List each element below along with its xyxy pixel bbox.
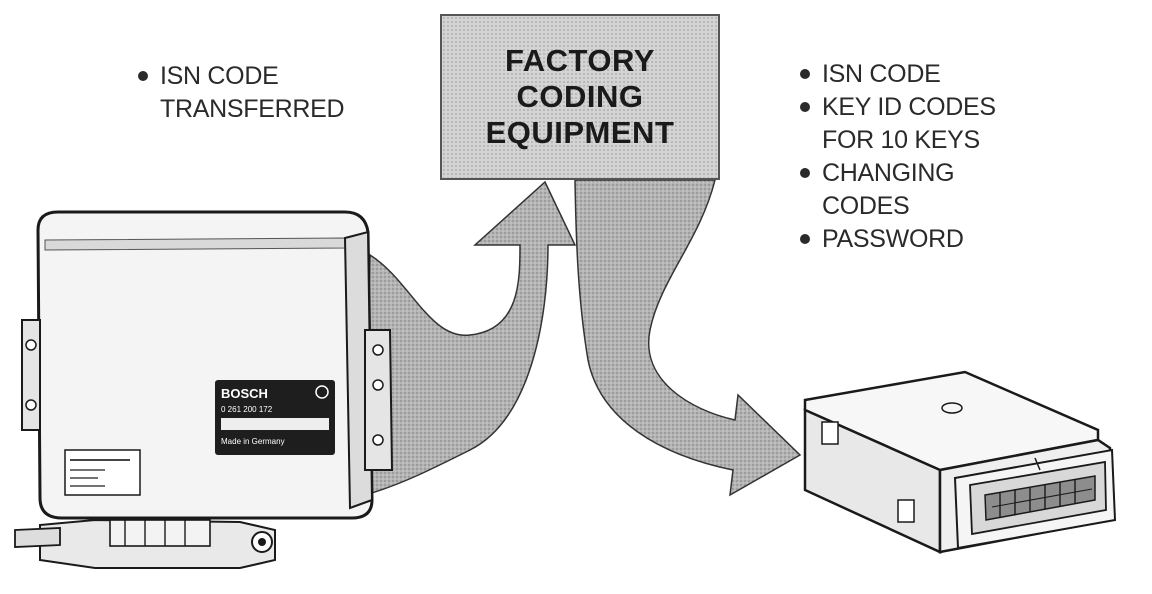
- right-bullet-list: ISN CODE KEY ID CODES FOR 10 KEYS CHANGI…: [800, 58, 996, 256]
- list-item-label: KEY ID CODES FOR 10 KEYS: [822, 93, 996, 154]
- upward-transfer-arrow: [364, 180, 577, 497]
- bullet-icon: [800, 102, 810, 112]
- bosch-label-plate: [215, 380, 335, 455]
- immobiliser-module-illustration: [803, 370, 1117, 554]
- list-item-label: PASSWORD: [822, 225, 964, 253]
- bullet-icon: [800, 168, 810, 178]
- list-item: KEY ID CODES FOR 10 KEYS: [800, 91, 996, 157]
- engine-ecu-illustration: BOSCH 0 261 200 172 Made in Germany: [14, 210, 394, 569]
- list-item-label: CHANGING CODES: [822, 159, 955, 220]
- box-title: FACTORY CODING EQUIPMENT: [485, 43, 675, 150]
- ecu-part-number: 0 261 200 172: [221, 405, 273, 414]
- list-item-label: ISN CODE TRANSFERRED: [160, 62, 345, 123]
- bullet-icon: [800, 234, 810, 244]
- list-item: ISN CODE TRANSFERRED: [138, 60, 345, 126]
- factory-coding-equipment-box: FACTORY CODING EQUIPMENT: [440, 14, 720, 180]
- ecu-origin-text: Made in Germany: [221, 437, 285, 446]
- bullet-icon: [800, 69, 810, 79]
- bullet-icon: [138, 71, 148, 81]
- list-item: ISN CODE: [800, 58, 996, 91]
- downward-transfer-arrow: [574, 179, 802, 497]
- list-item: PASSWORD: [800, 223, 996, 256]
- left-bullet-list: ISN CODE TRANSFERRED: [138, 60, 345, 126]
- list-item: CHANGING CODES: [800, 157, 996, 223]
- bosch-brand-text: BOSCH: [221, 386, 268, 401]
- list-item-label: ISN CODE: [822, 60, 941, 88]
- ecu-sticker: [64, 449, 141, 496]
